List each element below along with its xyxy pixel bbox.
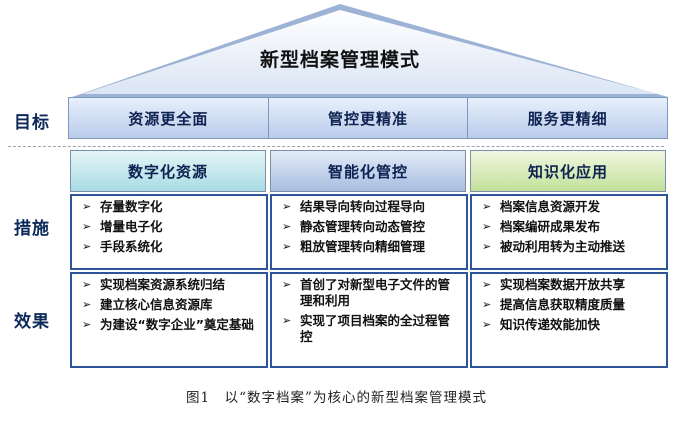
list-item: ➢静态管理转向动态管控	[282, 219, 426, 234]
roof-shape	[72, 4, 668, 97]
row-label-effects: 效果	[14, 312, 50, 332]
list-item: ➢粗放管理转向精细管理	[282, 239, 426, 254]
arrow-icon: ➢	[482, 200, 492, 213]
arrow-icon: ➢	[82, 200, 92, 213]
list-item: ➢实现档案资源系统归结	[82, 277, 226, 292]
arrow-icon: ➢	[82, 298, 92, 311]
goal-cell: 资源更全面	[69, 98, 269, 138]
goal-cell: 管控更精准	[268, 98, 469, 138]
arrow-icon: ➢	[282, 240, 292, 253]
section-divider	[8, 146, 664, 147]
list-item: ➢知识传递效能加快	[482, 317, 601, 332]
list-item: ➢存量数字化	[82, 199, 163, 214]
list-item: ➢档案信息资源开发	[482, 199, 601, 214]
list-item: ➢建立核心信息资源库	[82, 297, 213, 312]
row-label-goal: 目标	[14, 113, 50, 133]
column-knowledge-application: 知识化应用	[470, 150, 666, 192]
effects-box: ➢首创了对新型电子文件的管理和利用 ➢实现了项目档案的全过程管控	[270, 272, 468, 368]
goal-bar: 资源更全面 管控更精准 服务更精细	[68, 97, 668, 139]
arrow-icon: ➢	[82, 220, 92, 233]
arrow-icon: ➢	[82, 278, 92, 291]
arrow-icon: ➢	[282, 220, 292, 233]
arrow-icon: ➢	[482, 298, 492, 311]
arrow-icon: ➢	[282, 314, 292, 327]
list-item: ➢实现了项目档案的全过程管控	[282, 313, 451, 344]
arrow-icon: ➢	[482, 240, 492, 253]
row-label-measures: 措施	[14, 219, 50, 239]
measures-box: ➢档案信息资源开发 ➢档案编研成果发布 ➢被动利用转为主动推送	[470, 194, 668, 270]
column-intelligent-control: 智能化管控	[270, 150, 466, 192]
measures-box: ➢结果导向转向过程导向 ➢静态管理转向动态管控 ➢粗放管理转向精细管理	[270, 194, 468, 270]
list-item: ➢被动利用转为主动推送	[482, 239, 626, 254]
arrow-icon: ➢	[482, 220, 492, 233]
model-title: 新型档案管理模式	[259, 49, 420, 71]
arrow-icon: ➢	[282, 200, 292, 213]
effects-box: ➢实现档案数据开放共享 ➢提高信息获取精度质量 ➢知识传递效能加快	[470, 272, 668, 368]
measures-box: ➢存量数字化 ➢增量电子化 ➢手段系统化	[70, 194, 268, 270]
column-digital-resources: 数字化资源	[70, 150, 266, 192]
arrow-icon: ➢	[482, 278, 492, 291]
list-item: ➢实现档案数据开放共享	[482, 277, 626, 292]
arrow-icon: ➢	[482, 318, 492, 331]
arrow-icon: ➢	[82, 318, 92, 331]
effects-box: ➢实现档案资源系统归结 ➢建立核心信息资源库 ➢为建设“数字企业”奠定基础	[70, 272, 268, 368]
list-item: ➢增量电子化	[82, 219, 163, 234]
list-item: ➢手段系统化	[82, 239, 163, 254]
figure-caption: 图1 以“数字档案”为核心的新型档案管理模式	[186, 390, 487, 406]
list-item: ➢档案编研成果发布	[482, 219, 601, 234]
arrow-icon: ➢	[82, 240, 92, 253]
list-item: ➢为建设“数字企业”奠定基础	[82, 317, 254, 332]
arrow-icon: ➢	[282, 278, 292, 291]
list-item: ➢结果导向转向过程导向	[282, 199, 426, 214]
list-item: ➢提高信息获取精度质量	[482, 297, 626, 312]
goal-cell: 服务更精细	[468, 98, 668, 138]
list-item: ➢首创了对新型电子文件的管理和利用	[282, 277, 451, 308]
column-header: 知识化应用	[470, 150, 666, 192]
column-header: 数字化资源	[70, 150, 266, 192]
column-header: 智能化管控	[270, 150, 466, 192]
